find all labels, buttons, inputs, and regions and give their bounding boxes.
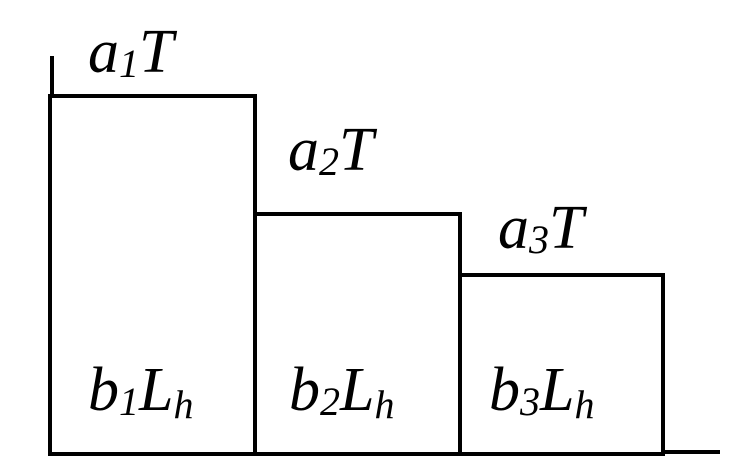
step-outlines: [48, 56, 720, 456]
step-3-bottom-label: b3Lh: [489, 356, 594, 427]
step-3-top-label: a3T: [498, 194, 588, 262]
step-2-top-label: a2T: [288, 116, 378, 184]
step-2-bottom-label: b2Lh: [289, 356, 394, 427]
step-1-top-label: a1T: [88, 18, 178, 86]
step-1-bottom-label: b1Lh: [88, 356, 193, 427]
step-3-box: [458, 273, 665, 456]
